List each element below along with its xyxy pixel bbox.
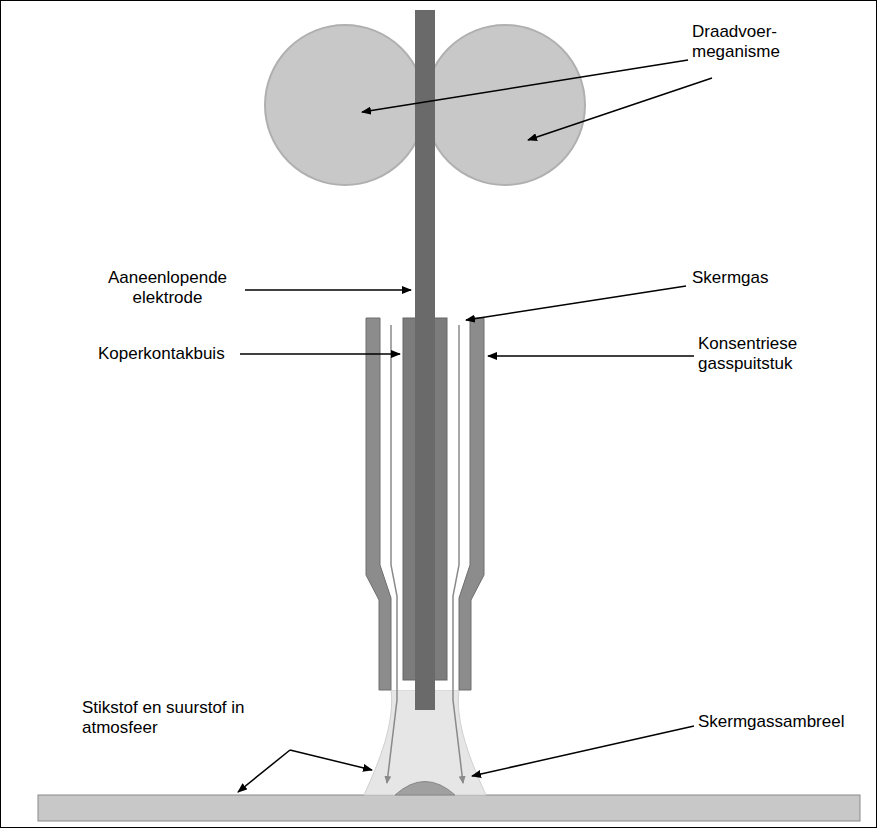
part-label: Stikstof en suurstof in atmosfeer xyxy=(82,698,282,739)
part-label: Skermgassambreel xyxy=(698,712,868,732)
leader-arrow xyxy=(466,286,686,320)
leader-arrow xyxy=(245,289,411,291)
leader-arrow xyxy=(362,60,688,112)
gas-nozzle xyxy=(459,318,484,690)
leader-arrow xyxy=(290,750,372,770)
feed-roller xyxy=(265,25,425,185)
leader-arrow xyxy=(240,353,400,355)
leader-arrow xyxy=(528,78,712,140)
part-label: Aaneenlopende elektrode xyxy=(95,268,240,309)
part-label: Koperkontakbuis xyxy=(98,344,238,364)
part-label: Draadvoer- meganisme xyxy=(692,22,802,63)
gas-nozzle xyxy=(366,318,391,690)
feed-roller xyxy=(425,25,585,185)
gas-flow-arrow xyxy=(387,325,397,783)
weld-bead xyxy=(395,782,455,796)
leader-arrow xyxy=(238,750,290,792)
leader-arrow xyxy=(488,355,694,357)
part-label: Konsentriese gasspuitstuk xyxy=(698,334,828,375)
leader-arrow xyxy=(472,726,694,776)
part-label: Skermgas xyxy=(692,268,812,288)
workpiece xyxy=(38,795,860,821)
wire-electrode xyxy=(415,10,435,710)
gas-flow-arrow xyxy=(453,325,463,783)
